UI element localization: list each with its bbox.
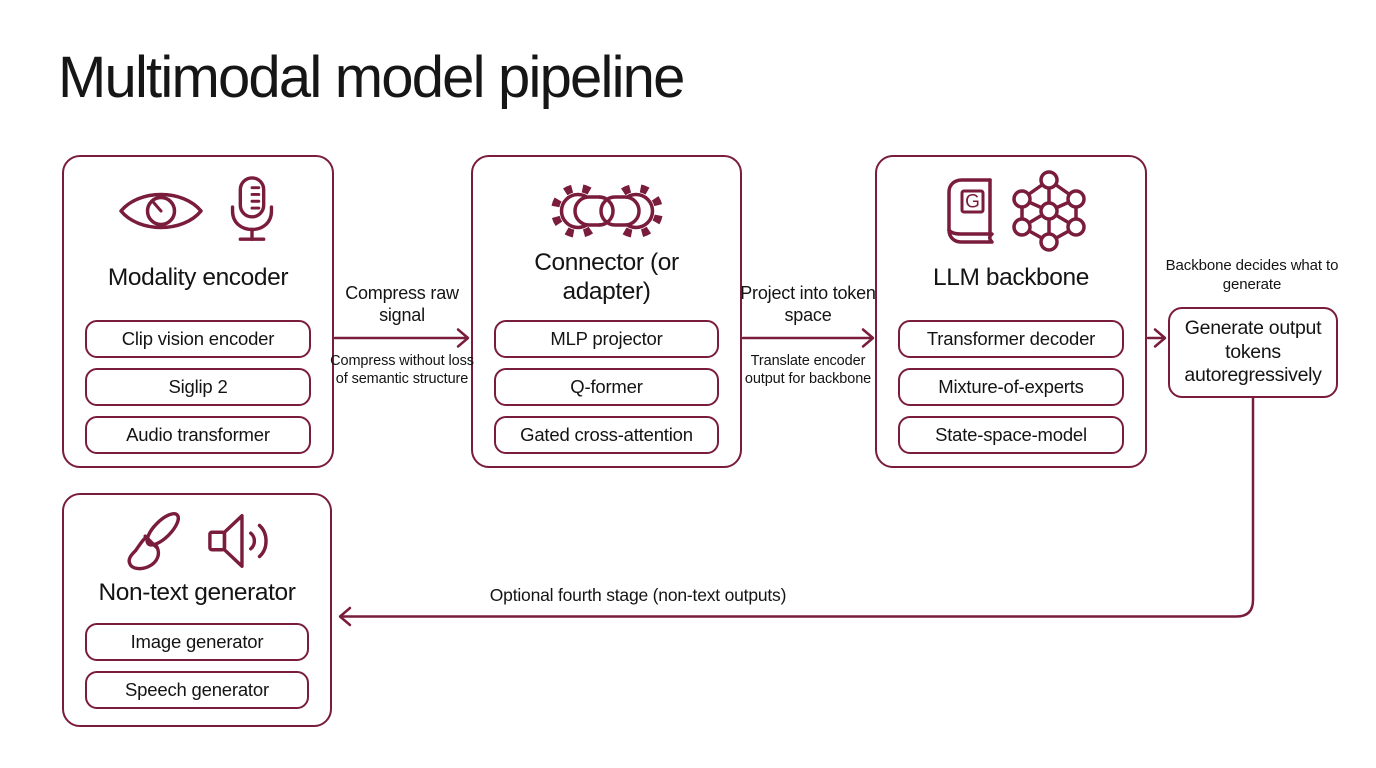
arrow-sublabel-compress-without-loss: Compress without loss of semantic struct…: [330, 353, 474, 388]
item-pill: Siglip 2: [85, 368, 311, 406]
paintbrush-icon: [118, 506, 188, 576]
arrow-label-project-into-token-space: Project into token space: [740, 283, 876, 325]
stage-icon-row: [64, 503, 330, 579]
speaker-icon: [206, 509, 276, 573]
item-pill: State-space-model: [898, 416, 1124, 454]
stage-icon-row: [64, 169, 332, 253]
eye-icon: [117, 182, 205, 240]
stage-llm-backbone: G LLM backbone: [875, 155, 1147, 468]
output-node-generate-tokens: Generate output tokens autoregressively: [1168, 307, 1338, 398]
microphone-icon: [225, 175, 279, 247]
arrowhead: [861, 328, 875, 348]
stage-title: Non-text generator: [98, 578, 296, 606]
stage-items: Transformer decoder Mixture-of-experts S…: [898, 320, 1124, 454]
stage-title: LLM backbone: [933, 263, 1089, 291]
stage-items: Clip vision encoder Siglip 2 Audio trans…: [85, 320, 311, 454]
item-pill: Mixture-of-experts: [898, 368, 1124, 406]
arrow-label-optional-fourth-stage: Optional fourth stage (non-text outputs): [489, 585, 787, 605]
book-icon: G: [935, 176, 995, 246]
item-pill: Gated cross-attention: [494, 416, 719, 454]
item-pill: Audio transformer: [85, 416, 311, 454]
arrowhead: [456, 328, 470, 348]
arrow-label-backbone-decides: Backbone decides what to generate: [1165, 257, 1339, 293]
stage-items: MLP projector Q-former Gated cross-atten…: [494, 320, 719, 454]
item-pill: Clip vision encoder: [85, 320, 311, 358]
arrow-label-compress-raw-signal: Compress raw signal: [345, 283, 459, 325]
stage-icon-row: [473, 171, 740, 251]
svg-text:G: G: [965, 192, 980, 213]
stage-connector: Connector (or adapter) MLP projector Q-f…: [471, 155, 742, 468]
neural-network-icon: [1011, 169, 1087, 253]
stage-title: Connector (or adapter): [534, 249, 679, 305]
stage-title: Modality encoder: [107, 263, 289, 291]
stage-icon-row: G: [877, 169, 1145, 253]
stage-items: Image generator Speech generator: [85, 623, 309, 709]
stage-modality-encoder: Modality encoder Clip vision encoder Sig…: [62, 155, 334, 468]
stage-non-text-generator: Non-text generator Image generator Speec…: [62, 493, 332, 727]
item-pill: Speech generator: [85, 671, 309, 709]
item-pill: MLP projector: [494, 320, 719, 358]
chain-link-gears-icon: [548, 174, 666, 248]
item-pill: Transformer decoder: [898, 320, 1124, 358]
item-pill: Q-former: [494, 368, 719, 406]
arrowhead: [338, 606, 352, 627]
item-pill: Image generator: [85, 623, 309, 661]
arrowhead: [1153, 328, 1167, 348]
arrow-sublabel-translate-encoder-output: Translate encoder output for backbone: [744, 353, 872, 388]
page-title: Multimodal model pipeline: [58, 45, 685, 110]
